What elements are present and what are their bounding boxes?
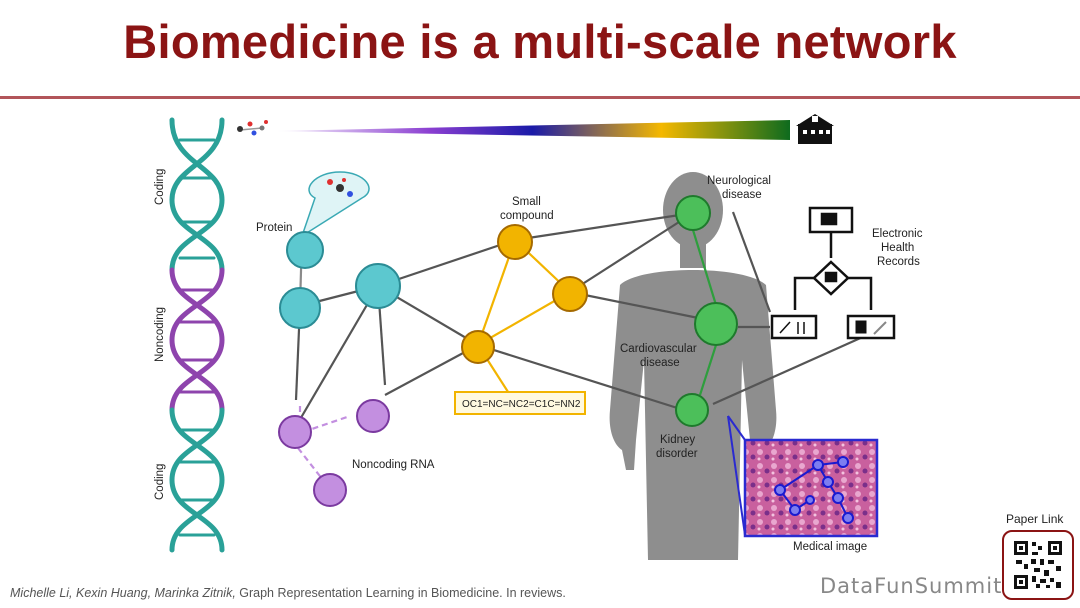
ehr-label-3: Records <box>877 256 920 268</box>
hospital-icon <box>796 114 834 144</box>
paper-link-qr[interactable] <box>1002 530 1074 600</box>
protein-node <box>286 231 324 269</box>
cardio-label-1: Cardiovascular <box>620 343 697 355</box>
rna-label: Noncoding RNA <box>352 459 435 471</box>
smiles-text: OC1=NC=NC2=C1C=NN2 <box>462 399 581 410</box>
kidney-label-2: disorder <box>656 448 698 460</box>
protein-label: Protein <box>256 222 292 234</box>
dna-label-coding-bottom: Coding <box>154 464 166 500</box>
rna-node <box>313 473 347 507</box>
cardio-label-2: disease <box>640 357 680 369</box>
brain-node <box>675 195 711 231</box>
molecule-icon <box>237 120 268 136</box>
protein-structure-callout <box>300 171 370 238</box>
multiscale-network-diagram: Coding Noncoding Coding <box>154 114 923 560</box>
protein-node <box>355 263 401 309</box>
dna-label-noncoding: Noncoding <box>154 307 166 362</box>
compound-node <box>497 224 533 260</box>
rna-node <box>278 415 312 449</box>
brand-watermark: DataFunSummit <box>820 574 1003 598</box>
medical-image-label: Medical image <box>793 541 867 553</box>
ehr-label-1: Electronic <box>872 228 923 240</box>
neuro-label-2: disease <box>722 189 762 201</box>
compound-node <box>461 330 495 364</box>
compound-label-1: Small <box>512 196 541 208</box>
citation-footer: Michelle Li, Kexin Huang, Marinka Zitnik… <box>10 586 566 600</box>
neuro-label-1: Neurological <box>707 175 771 187</box>
ehr-flowchart <box>770 206 896 340</box>
organ-nodes <box>675 195 738 427</box>
dna-helix-icon <box>169 117 225 553</box>
heart-node <box>694 302 738 346</box>
smiles-box <box>454 391 586 415</box>
protein-nodes <box>279 171 401 329</box>
protein-node <box>279 287 321 329</box>
scale-gradient-bar <box>275 120 790 140</box>
compound-node <box>552 276 588 312</box>
dna-label-coding-top: Coding <box>154 169 166 205</box>
compound-label-2: compound <box>500 210 554 222</box>
citation-title: Graph Representation Learning in Biomedi… <box>235 586 566 600</box>
compound-nodes <box>461 224 588 364</box>
medical-image <box>727 415 879 538</box>
slide-title: Biomedicine is a multi-scale network <box>123 15 957 68</box>
ehr-label-2: Health <box>881 242 914 254</box>
title-divider <box>0 96 1080 99</box>
rna-node <box>356 399 390 433</box>
paper-link-label: Paper Link <box>1006 512 1064 526</box>
citation-authors: Michelle Li, Kexin Huang, Marinka Zitnik… <box>10 586 236 600</box>
kidney-node <box>675 393 709 427</box>
rna-nodes <box>278 399 390 507</box>
qr-code-icon <box>1014 541 1062 589</box>
network-edges <box>294 211 866 481</box>
kidney-label-1: Kidney <box>660 434 695 446</box>
